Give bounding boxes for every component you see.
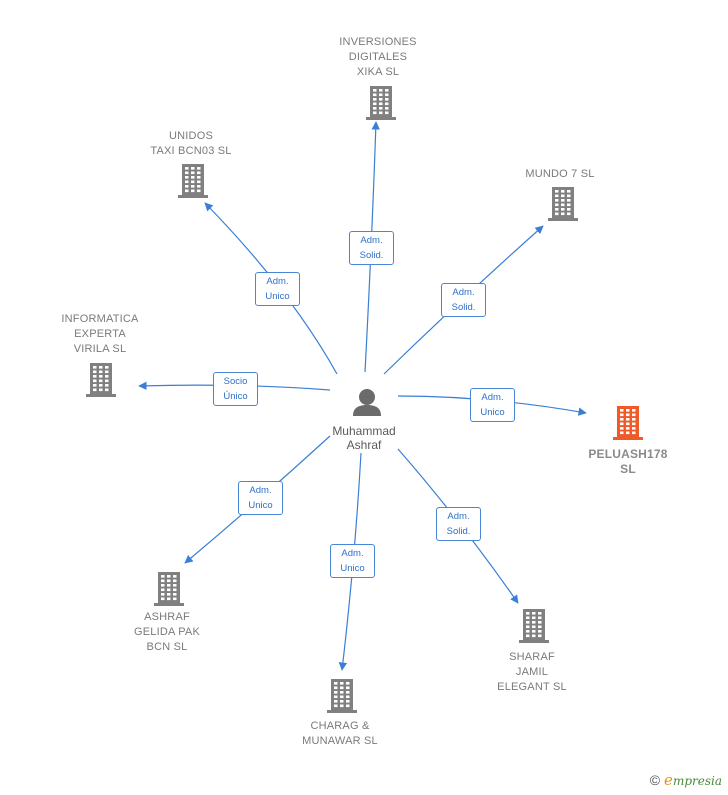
company-name-line: MUNDO 7 SL	[525, 168, 595, 180]
relation-line: Solid.	[359, 250, 384, 261]
company-label-mundo7[interactable]: MUNDO 7 SL	[500, 167, 620, 182]
company-name-line: PELUASH178	[588, 447, 668, 461]
company-name-line: BCN SL	[146, 641, 188, 653]
company-name-line: EXPERTA	[74, 328, 126, 340]
company-name-line: ASHRAF	[144, 611, 190, 623]
relation-label-mundo7: Adm. Solid.	[441, 283, 486, 317]
relation-label-inversiones: Adm. Solid.	[349, 231, 394, 265]
relation-line: Socio	[223, 376, 248, 387]
relation-line: Unico	[480, 407, 505, 418]
relation-label-charag: Adm. Unico	[330, 544, 375, 578]
company-name-line: CHARAG &	[310, 720, 370, 732]
building-icon-mundo7	[548, 187, 578, 221]
company-label-unidos[interactable]: UNIDOS TAXI BCN03 SL	[126, 129, 256, 159]
company-name-line: SL	[620, 462, 636, 476]
relation-line: Adm.	[360, 235, 383, 246]
relation-line: Adm.	[481, 392, 504, 403]
center-name-line-2: Ashraf	[346, 438, 382, 452]
building-icon-informatica	[86, 363, 116, 397]
building-icon-peluash	[613, 406, 643, 440]
relation-label-peluash: Adm. Unico	[470, 388, 515, 422]
building-icon-charag	[327, 679, 357, 713]
empresia-footer: ©empresia	[650, 771, 722, 789]
company-name-line: XIKA SL	[356, 66, 400, 78]
center-name-line-1: Muhammad	[332, 424, 396, 438]
building-icon-sharaf	[519, 609, 549, 643]
relation-line: Solid.	[446, 526, 471, 537]
company-label-inversiones[interactable]: INVERSIONES DIGITALES XIKA SL	[313, 35, 443, 80]
building-icon-unidos	[178, 164, 208, 198]
relation-line: Unico	[248, 500, 273, 511]
relation-label-unidos: Adm. Unico	[255, 272, 300, 306]
relation-line: Adm.	[447, 511, 470, 522]
company-label-informatica[interactable]: INFORMATICA EXPERTA VIRILA SL	[40, 312, 160, 357]
company-name-line: SHARAF	[509, 651, 555, 663]
company-name-line: UNIDOS	[169, 130, 213, 142]
company-name-line: VIRILA SL	[73, 343, 127, 355]
company-name-line: JAMIL	[515, 666, 549, 678]
company-name-line: ELEGANT SL	[497, 681, 567, 693]
center-person-label: Muhammad Ashraf	[318, 424, 410, 452]
relation-label-ashraf: Adm. Unico	[238, 481, 283, 515]
company-label-sharaf[interactable]: SHARAF JAMIL ELEGANT SL	[476, 650, 588, 695]
relation-line: Solid.	[451, 302, 476, 313]
company-name-line: MUNAWAR SL	[302, 735, 378, 747]
relation-line: Único	[223, 391, 248, 402]
relation-line: Unico	[340, 563, 365, 574]
relation-line: Adm.	[249, 485, 272, 496]
company-name-line: TAXI BCN03 SL	[150, 145, 232, 157]
copyright-icon: ©	[649, 772, 661, 788]
company-name-line: GELIDA PAK	[134, 626, 200, 638]
person-icon	[353, 389, 381, 416]
company-name-line: INVERSIONES	[339, 36, 417, 48]
relation-line: Adm.	[266, 276, 289, 287]
relation-line: Unico	[265, 291, 290, 302]
building-icon-ashraf	[154, 572, 184, 606]
company-name-line: DIGITALES	[348, 51, 408, 63]
relation-line: Adm.	[452, 287, 475, 298]
building-icon-inversiones	[366, 86, 396, 120]
relation-label-sharaf: Adm. Solid.	[436, 507, 481, 541]
relation-line: Adm.	[341, 548, 364, 559]
empresia-logo: empresia	[664, 771, 722, 789]
company-name-line: INFORMATICA	[61, 313, 139, 325]
company-label-ashraf[interactable]: ASHRAF GELIDA PAK BCN SL	[112, 610, 222, 655]
company-label-charag[interactable]: CHARAG & MUNAWAR SL	[280, 719, 400, 749]
